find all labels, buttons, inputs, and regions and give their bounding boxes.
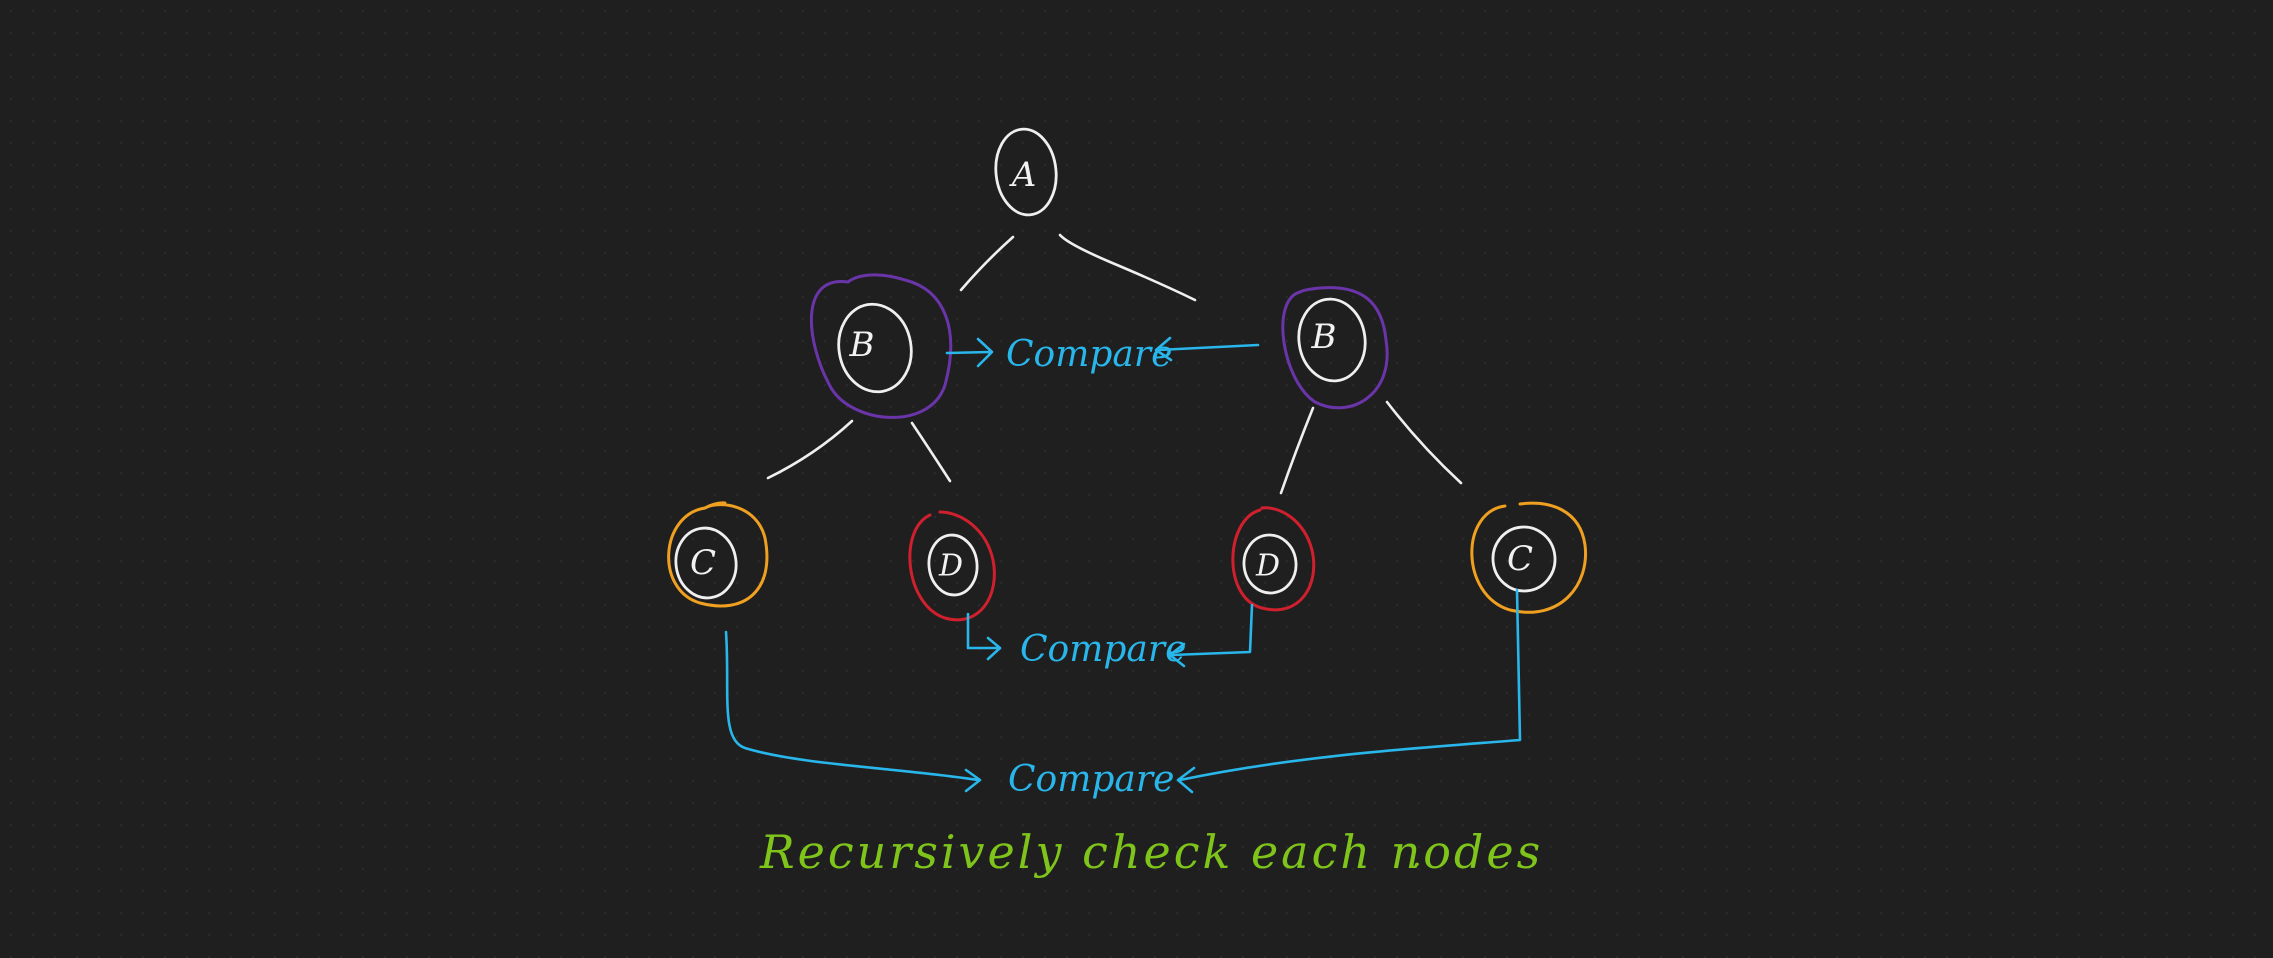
edge-a-b-left: [959, 235, 1015, 292]
edge-b-left-c-left: [766, 419, 854, 480]
edge-a-b-right: [1058, 233, 1197, 302]
node-d-left-label: D: [938, 549, 963, 584]
arrow-c-left-to-compare: [724, 630, 982, 793]
node-d-right: D: [1231, 506, 1316, 612]
note-text: Recursively check each nodes: [759, 825, 1543, 879]
node-d-right-label: D: [1255, 549, 1280, 584]
node-c-left-label: C: [690, 543, 716, 583]
node-b-left: B: [809, 273, 953, 419]
arrow-b-right-to-compare: [1154, 336, 1260, 362]
arrow-d-right-to-compare: [1168, 603, 1254, 668]
compare-label-d-level: Compare: [1020, 629, 1186, 670]
compare-arrows: [724, 336, 1522, 794]
node-a: A: [994, 127, 1058, 217]
node-c-left: C: [667, 501, 769, 608]
node-c-right-label: C: [1507, 539, 1533, 579]
node-d-left: D: [908, 510, 996, 622]
note-period: .: [1412, 839, 1422, 874]
edge-b-left-d-left: [910, 421, 952, 483]
node-b-right-label: B: [1311, 317, 1337, 357]
compare-label-b-level: Compare: [1006, 334, 1172, 375]
node-b-left-label: B: [849, 325, 875, 365]
edge-b-right-d-right: [1279, 406, 1315, 495]
node-a-label: A: [1009, 155, 1037, 195]
node-b-right: B: [1281, 286, 1389, 410]
compare-label-c-level: Compare: [1008, 759, 1174, 800]
tree-edges: [766, 233, 1463, 495]
node-c-right: C: [1470, 501, 1588, 614]
arrow-d-left-to-compare: [966, 612, 1002, 661]
arrow-b-left-to-compare: [945, 337, 994, 368]
arrow-c-right-to-compare: [1176, 588, 1522, 794]
edge-b-right-c-right: [1385, 400, 1463, 485]
